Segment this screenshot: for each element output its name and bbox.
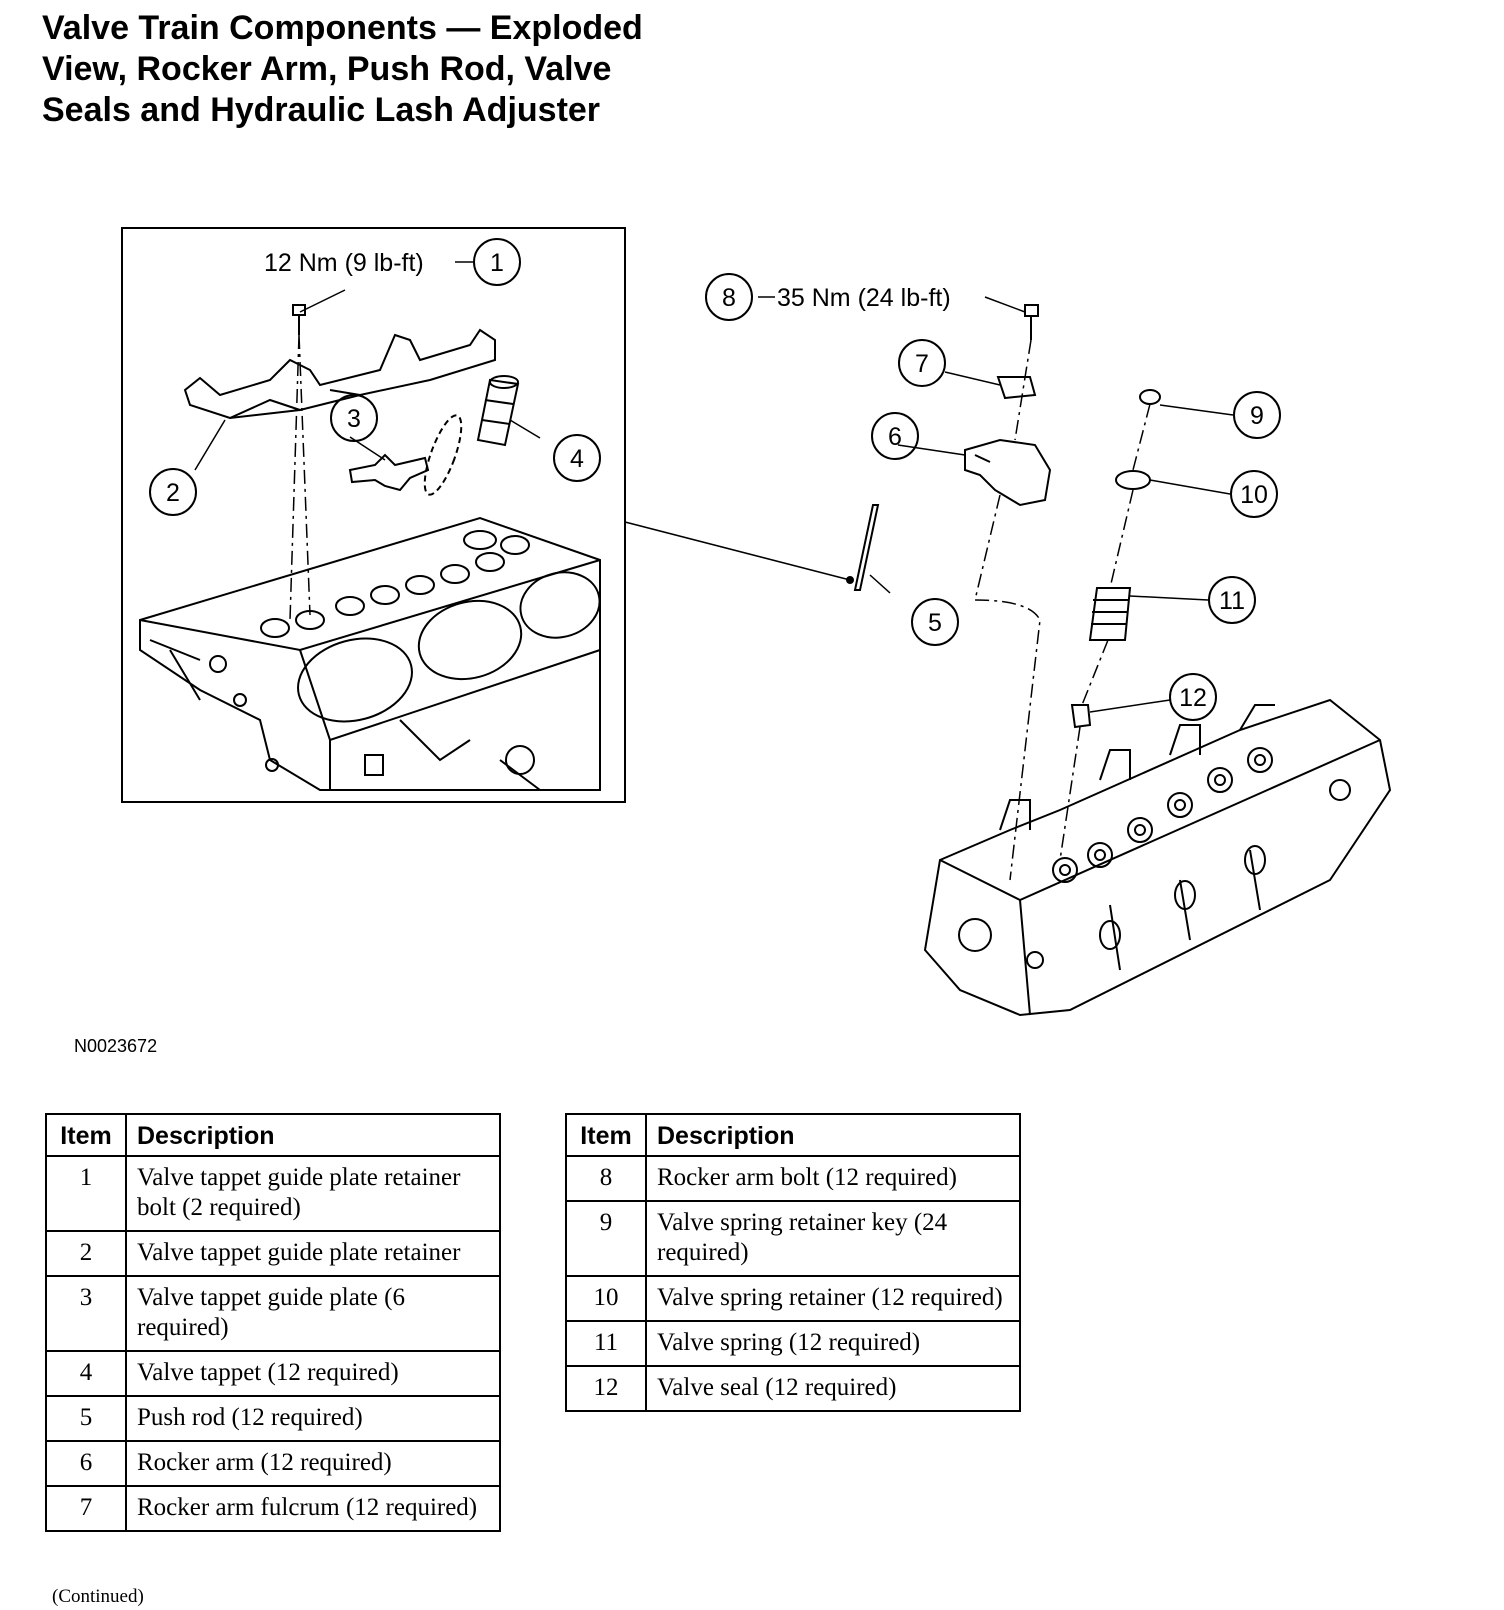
callout-11: 11 — [1208, 576, 1256, 624]
callout-10: 10 — [1230, 470, 1278, 518]
callout-2: 2 — [149, 468, 197, 516]
item-number: 5 — [45, 1395, 127, 1442]
item-description: Valve spring retainer key (24 required) — [645, 1200, 1021, 1277]
svg-text:8: 8 — [722, 284, 736, 312]
callout-4: 4 — [553, 434, 601, 482]
table-header-row: Item Description — [565, 1113, 1021, 1157]
table-row: 12 Valve seal (12 required) — [565, 1365, 1021, 1412]
item-description: Valve tappet guide plate (6 required) — [125, 1275, 501, 1352]
item-description: Valve spring retainer (12 required) — [645, 1275, 1021, 1322]
item-number: 8 — [565, 1155, 647, 1202]
callout-1: 1 — [473, 238, 521, 286]
item-number: 9 — [565, 1200, 647, 1277]
valve-spring-retainer-drawing — [1115, 470, 1151, 490]
table-row: 9 Valve spring retainer key (24 required… — [565, 1200, 1021, 1277]
item-description: Valve spring (12 required) — [645, 1320, 1021, 1367]
svg-text:7: 7 — [915, 350, 929, 378]
item-number: 2 — [45, 1230, 127, 1277]
table-row: 5 Push rod (12 required) — [45, 1395, 501, 1442]
valve-tappet-drawing — [476, 375, 520, 447]
callout-9: 9 — [1233, 391, 1281, 439]
rocker-arm-fulcrum-drawing — [996, 376, 1037, 400]
callout-7: 7 — [898, 339, 946, 387]
inset-frame — [121, 227, 626, 803]
item-description: Rocker arm (12 required) — [125, 1440, 501, 1487]
item-number: 7 — [45, 1485, 127, 1532]
item-description: Valve tappet guide plate retainer — [125, 1230, 501, 1277]
tappet-guide-plate-drawing — [348, 453, 430, 492]
table-row: 3 Valve tappet guide plate (6 required) — [45, 1275, 501, 1352]
retainer-bolt-drawing — [292, 304, 306, 335]
column-header-item: Item — [45, 1113, 127, 1157]
item-number: 10 — [565, 1275, 647, 1322]
svg-text:5: 5 — [928, 609, 942, 637]
item-description: Valve seal (12 required) — [645, 1365, 1021, 1412]
legend-table-right: Item Description 8 Rocker arm bolt (12 r… — [565, 1113, 1021, 1412]
svg-text:10: 10 — [1240, 481, 1268, 509]
callout-8: 8 — [705, 273, 753, 321]
title-line-1: Valve Train Components — Exploded — [42, 9, 643, 47]
title-line-3: Seals and Hydraulic Lash Adjuster — [42, 91, 601, 129]
svg-text:4: 4 — [570, 445, 584, 473]
continued-note: (Continued) — [52, 1586, 144, 1607]
table-row: 2 Valve tappet guide plate retainer — [45, 1230, 501, 1277]
item-number: 1 — [45, 1155, 127, 1232]
table-row: 10 Valve spring retainer (12 required) — [565, 1275, 1021, 1322]
rocker-arm-bolt-drawing — [1024, 304, 1039, 340]
callout-3: 3 — [330, 394, 378, 442]
item-description: Rocker arm bolt (12 required) — [645, 1155, 1021, 1202]
column-header-description: Description — [645, 1113, 1021, 1157]
column-header-description: Description — [125, 1113, 501, 1157]
exploded-view-diagram: 1 12 Nm (9 lb-ft) 2 3 4 5 6 7 8 35 Nm (2… — [121, 227, 1392, 1017]
cylinder-head-drawing — [923, 698, 1392, 1017]
column-header-item: Item — [565, 1113, 647, 1157]
callout-5: 5 — [911, 598, 959, 646]
item-description: Push rod (12 required) — [125, 1395, 501, 1442]
item-description: Valve tappet (12 required) — [125, 1350, 501, 1397]
item-number: 11 — [565, 1320, 647, 1367]
callout-8-torque: 35 Nm (24 lb-ft) — [777, 284, 951, 312]
engine-block-drawing — [139, 516, 601, 791]
item-description: Valve tappet guide plate retainer bolt (… — [125, 1155, 501, 1232]
valve-spring-drawing — [1088, 587, 1132, 641]
svg-text:3: 3 — [347, 405, 361, 433]
valve-seal-drawing — [1070, 704, 1092, 729]
item-number: 3 — [45, 1275, 127, 1352]
item-number: 4 — [45, 1350, 127, 1397]
valve-spring-retainer-key-drawing — [1139, 389, 1161, 405]
table-row: 7 Rocker arm fulcrum (12 required) — [45, 1485, 501, 1532]
svg-text:6: 6 — [888, 423, 902, 451]
table-row: 1 Valve tappet guide plate retainer bolt… — [45, 1155, 501, 1232]
svg-text:11: 11 — [1219, 587, 1245, 615]
svg-text:1: 1 — [490, 249, 504, 277]
page-title: Valve Train Components — Exploded View, … — [42, 8, 762, 131]
svg-text:12: 12 — [1179, 684, 1207, 712]
callout-1-torque: 12 Nm (9 lb-ft) — [264, 249, 424, 277]
svg-text:2: 2 — [166, 479, 180, 507]
item-number: 12 — [565, 1365, 647, 1412]
callout-6: 6 — [871, 412, 919, 460]
table-row: 8 Rocker arm bolt (12 required) — [565, 1155, 1021, 1202]
tappet-guide-plate-retainer-drawing — [183, 328, 496, 420]
callout-12: 12 — [1169, 673, 1217, 721]
rocker-arm-drawing — [964, 438, 1052, 507]
title-line-2: View, Rocker Arm, Push Rod, Valve — [42, 50, 612, 88]
svg-text:9: 9 — [1250, 402, 1264, 430]
table-row: 11 Valve spring (12 required) — [565, 1320, 1021, 1367]
callout-leaders — [194, 261, 1234, 713]
table-header-row: Item Description — [45, 1113, 501, 1157]
figure-id: N0023672 — [74, 1036, 158, 1056]
table-row: 4 Valve tappet (12 required) — [45, 1350, 501, 1397]
item-description: Rocker arm fulcrum (12 required) — [125, 1485, 501, 1532]
legend-table-left: Item Description 1 Valve tappet guide pl… — [45, 1113, 501, 1532]
table-row: 6 Rocker arm (12 required) — [45, 1440, 501, 1487]
item-number: 6 — [45, 1440, 127, 1487]
